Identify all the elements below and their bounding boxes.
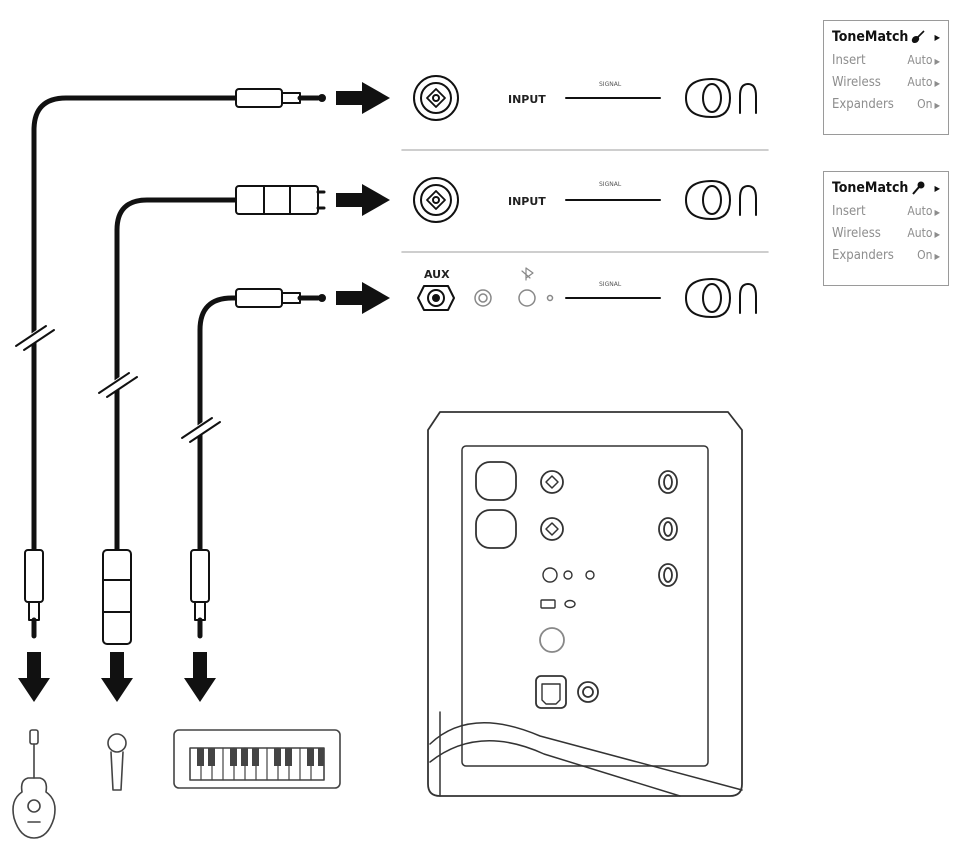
panel-title-row[interactable]: ToneMatch ▶ [832,176,940,200]
arrow-down-icon [18,652,50,702]
panel-row-insert[interactable]: Insert Auto▶ [832,200,940,222]
quarter-inch-plug-guitar-end [24,549,44,639]
usb-port [540,599,576,609]
bluetooth-icon [521,267,534,281]
cable-microphone [96,197,239,553]
row-value: Auto [907,74,933,89]
chevron-right-icon: ▶ [934,56,940,66]
quarter-inch-plug-aux [235,288,326,308]
volume-knob-ch3[interactable] [685,278,757,318]
xlr-plug-mic-end [102,549,132,645]
microphone-icon [107,733,127,791]
panel-row-expanders[interactable]: Expanders On▶ [832,244,940,266]
panel-title: ToneMatch [832,29,909,45]
bluetooth-button[interactable] [518,267,554,307]
row-value: Auto [907,225,933,240]
quarter-inch-plug-top [235,88,326,108]
aux-label: AUX [424,268,450,281]
row-value: On [917,247,933,262]
arrow-right-icon [336,282,390,314]
row-label: Wireless [832,225,881,241]
input-label-ch1: INPUT [508,93,546,106]
knob-small [658,563,678,587]
guitar-icon [12,729,56,839]
chevron-right-icon: ▶ [934,100,940,110]
keyboard-icon [173,729,341,789]
arrow-down-icon [184,652,216,702]
combo-jack-small [540,517,564,541]
panel-row-expanders[interactable]: Expanders On▶ [832,93,940,115]
speaker-back-panel [427,411,743,797]
chevron-right-icon: ▶ [934,183,940,193]
row-value: Auto [907,203,933,218]
chevron-right-icon: ▶ [934,32,940,42]
row-label: Expanders [832,247,894,263]
signal-label-ch2: SIGNAL [599,181,622,188]
cable-guitar [13,95,239,553]
chevron-right-icon: ▶ [934,251,940,261]
panel-row-wireless[interactable]: Wireless Auto▶ [832,71,940,93]
row-label: Wireless [832,74,881,90]
chevron-right-icon: ▶ [934,207,940,217]
combo-jack-ch2[interactable] [413,177,459,223]
guitar-icon [912,30,926,44]
row-value: Auto [907,52,933,67]
signal-label-ch1: SIGNAL [599,81,622,88]
mini-jack[interactable] [474,289,492,307]
microphone-icon [912,181,925,195]
row-label: Expanders [832,96,894,112]
power-button [539,627,565,653]
volume-knob-ch2[interactable] [685,180,757,220]
panel-title-row[interactable]: ToneMatch ▶ [832,25,940,49]
combo-jack-ch1[interactable] [413,75,459,121]
aux-jack-small [542,567,595,583]
arrow-down-icon [101,652,133,702]
volume-knob-ch1[interactable] [685,78,757,118]
panel-row-wireless[interactable]: Wireless Auto▶ [832,222,940,244]
row-label: Insert [832,52,866,68]
tonematch-panel-microphone: ToneMatch ▶ Insert Auto▶ Wireless Auto▶ … [823,171,949,286]
input-label-ch2: INPUT [508,195,546,208]
arrow-right-icon [336,82,390,114]
panel-title: ToneMatch [832,180,909,196]
quarter-inch-plug-keyboard-end [190,549,210,639]
chevron-right-icon: ▶ [934,78,940,88]
arrow-right-icon [336,184,390,216]
row-label: Insert [832,203,866,219]
knob-small [658,517,678,541]
chevron-right-icon: ▶ [934,229,940,239]
tonematch-panel-guitar: ToneMatch ▶ Insert Auto▶ Wireless Auto▶ … [823,20,949,135]
xlr-plug-top [235,185,326,215]
aux-jack[interactable] [417,285,455,311]
power-inlet [535,675,599,709]
signal-label-ch3: SIGNAL [599,281,622,288]
row-value: On [917,96,933,111]
knob-small [658,470,678,494]
panel-row-insert[interactable]: Insert Auto▶ [832,49,940,71]
combo-jack-small [540,470,564,494]
cable-keyboard [179,295,239,553]
